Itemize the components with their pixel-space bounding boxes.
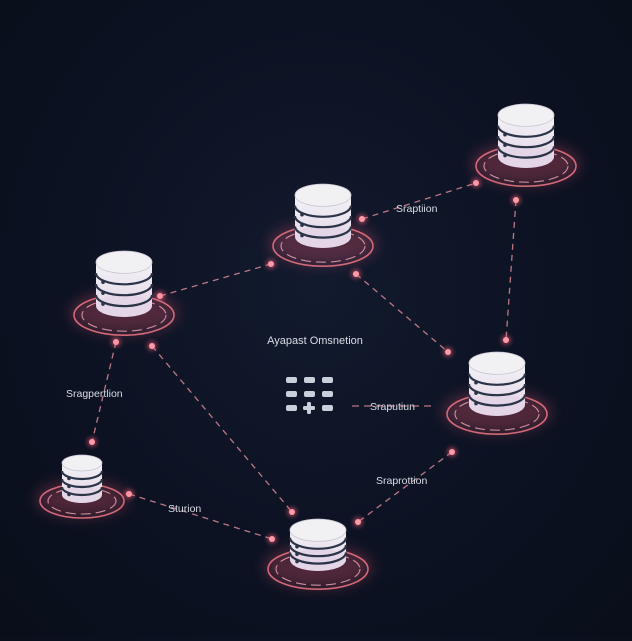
link-endpoint-dot [268, 261, 274, 267]
database-node-db-bottom-left [36, 454, 128, 519]
keypad-grid-icon [286, 377, 333, 414]
link-line [355, 273, 449, 353]
link-endpoint-dot [269, 536, 275, 542]
link-endpoint-dot [353, 271, 359, 277]
link-line [159, 263, 272, 297]
link-db-right-db-bottom-center: Sraprottion [353, 447, 457, 527]
link-db-left-db-top-center [155, 259, 276, 301]
hub: Ayapast Omsnetion [267, 335, 363, 414]
link-line [128, 493, 273, 540]
database-icon [60, 454, 104, 503]
database-node-db-top-right [472, 103, 580, 188]
database-icon [94, 250, 154, 317]
nodes-layer [36, 103, 580, 590]
link-db-left-db-bottom-left: Sragpertlion [66, 337, 123, 447]
link-endpoint-dot [149, 343, 155, 349]
link-db-bottom-left-db-bottom-center: Sturion [124, 489, 277, 544]
link-endpoint-dot [445, 349, 451, 355]
link-line [151, 345, 293, 513]
link-label: Sraprottion [376, 475, 428, 487]
hub-title: Ayapast Omsnetion [267, 335, 363, 347]
link-db-left-db-bottom-center [147, 341, 297, 517]
link-db-top-center-db-top-right: Sraptiion [357, 178, 481, 224]
link-endpoint-dot [289, 509, 295, 515]
database-node-db-right [443, 351, 551, 435]
link-label: Sraptiion [396, 203, 438, 215]
database-node-db-bottom-center [264, 518, 372, 590]
database-node-db-left [70, 250, 178, 336]
link-db-top-right-db-right [501, 195, 521, 345]
link-hub-db-right: Sraputiun [352, 401, 436, 413]
database-node-db-top-center [269, 183, 377, 268]
link-line [505, 199, 517, 341]
link-label: Sturion [168, 503, 201, 515]
database-icon [293, 183, 353, 248]
link-endpoint-dot [126, 491, 132, 497]
link-endpoint-dot [513, 197, 519, 203]
link-label: Sragpertlion [66, 388, 123, 400]
database-icon [496, 103, 556, 168]
link-endpoint-dot [359, 216, 365, 222]
link-endpoint-dot [449, 449, 455, 455]
link-db-top-center-db-right [351, 269, 453, 357]
link-line [357, 451, 453, 523]
link-endpoint-dot [89, 439, 95, 445]
link-endpoint-dot [473, 180, 479, 186]
database-icon [467, 351, 527, 416]
link-label: Sraputiun [370, 401, 415, 413]
link-endpoint-dot [113, 339, 119, 345]
link-endpoint-dot [503, 337, 509, 343]
link-endpoint-dot [355, 519, 361, 525]
database-icon [288, 518, 348, 571]
link-line [361, 182, 477, 220]
